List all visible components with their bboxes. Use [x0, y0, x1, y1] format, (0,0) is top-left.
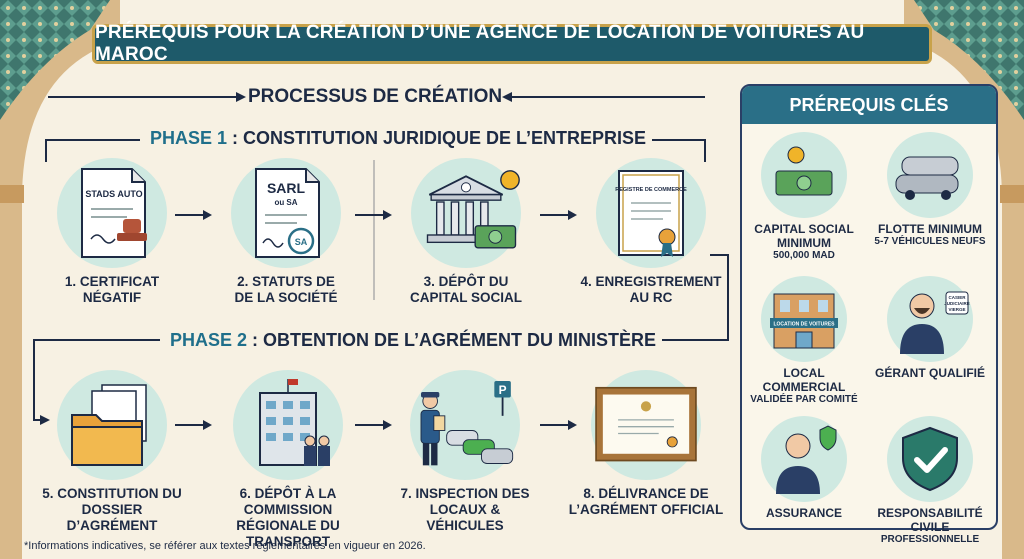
- step-8-label-line2: L’AGRÉMENT OFFICIAL: [568, 502, 724, 517]
- phase-2-number: PHASE 2: [170, 330, 248, 350]
- bubble-line2: JUDICIAIRE: [944, 301, 970, 306]
- step-8-illustration: [591, 370, 701, 480]
- phase-1-number: PHASE 1: [150, 128, 228, 148]
- folder-icon: [71, 384, 147, 466]
- step-1-label-line1: 1. CERTIFICAT: [64, 274, 160, 289]
- government-building-icon: [259, 379, 330, 466]
- step-2-doc-subtext: ou SA: [274, 198, 297, 207]
- car-fleet-icon: [887, 132, 973, 218]
- step-4-illustration: REGISTRE DE COMMERCE: [596, 158, 706, 268]
- phase-1-heading: PHASE 1 : CONSTITUTION JURIDIQUE DE L’EN…: [144, 128, 653, 149]
- statutes-document-icon: SARL ou SA SA: [255, 168, 320, 258]
- step-3-label-line2: CAPITAL SOCIAL: [409, 290, 522, 305]
- bank-icon: [426, 170, 520, 249]
- req-liability-title: RESPONSABILITÉ CIVILE: [877, 506, 983, 534]
- parking-sign-text: P: [499, 383, 507, 397]
- req-insurance-title: ASSURANCE: [765, 506, 842, 520]
- bubble-line3: VIERGE: [948, 307, 965, 312]
- key-prerequisites-title: PRÉREQUIS CLÉS: [742, 86, 996, 124]
- step-5-label-line1: 5. CONSTITUTION DU: [42, 486, 182, 501]
- step-3-illustration: [411, 158, 521, 268]
- req-local: LOCATION DE VOITURES LOCAL COMMERCIAL VA…: [744, 276, 864, 406]
- step-2-seal-text: SA: [295, 237, 308, 247]
- phase-1-label: : CONSTITUTION JURIDIQUE DE L’ENTREPRISE: [227, 128, 647, 148]
- step-1-illustration: STADS AUTO: [57, 158, 167, 268]
- step-2-illustration: SARL ou SA SA: [231, 158, 341, 268]
- step-8-label-line1: 8. DÉLIVRANCE DE: [583, 486, 709, 501]
- req-manager: CASIER JUDICIAIRE VIERGE GÉRANT QUALIFIÉ: [870, 276, 990, 380]
- bubble-line1: CASIER: [948, 295, 966, 300]
- money-icon: [761, 132, 847, 218]
- phase-2-heading: PHASE 2 : OBTENTION DE L’AGRÉMENT DU MIN…: [164, 330, 663, 351]
- step-7-label-line1: 7. INSPECTION DES: [400, 486, 530, 501]
- req-fleet-title: FLOTTE MINIMUM: [878, 222, 982, 236]
- req-local-title: LOCAL COMMERCIAL: [762, 366, 846, 394]
- req-fleet-value: 5-7 VÉHICULES NEUFS: [874, 236, 986, 247]
- process-title: PROCESSUS DE CRÉATION: [248, 86, 503, 107]
- req-liability: RESPONSABILITÉ CIVILE PROFESSIONNELLE: [870, 416, 990, 546]
- step-2-label-line2: DE LA SOCIÉTÉ: [234, 290, 338, 305]
- req-fleet: FLOTTE MINIMUM 5-7 VÉHICULES NEUFS: [870, 132, 990, 248]
- footnote: *Informations indicatives, se référer au…: [24, 540, 426, 552]
- inspector-parking-icon: P: [420, 381, 514, 466]
- step-4-label-line1: 4. ENREGISTREMENT: [580, 274, 722, 289]
- step-4-doc-text: REGISTRE DE COMMERCE: [615, 187, 687, 193]
- req-local-value: VALIDÉE PAR COMITÉ: [750, 394, 858, 405]
- step-7-illustration: P: [410, 370, 520, 480]
- step-5-illustration: [57, 370, 167, 480]
- storefront-sign-text: LOCATION DE VOITURES: [773, 322, 835, 328]
- step-7-label-line2: LOCAUX & VÉHICULES: [426, 502, 504, 533]
- page-title: PRÉREQUIS POUR LA CRÉATION D’UNE AGENCE …: [92, 22, 932, 65]
- official-certificate-icon: [595, 386, 697, 462]
- phase-2-label: : OBTENTION DE L’AGRÉMENT DU MINISTÈRE: [247, 330, 657, 350]
- step-6-illustration: [233, 370, 343, 480]
- step-5-label-line2: DOSSIER D’AGRÉMENT: [66, 502, 158, 533]
- step-2-doc-text: SARL: [267, 180, 306, 196]
- step-1-doc-text: STADS AUTO: [85, 189, 142, 199]
- step-6-label-line1: 6. DÉPÔT À LA COMMISSION: [239, 486, 337, 517]
- req-liability-value: PROFESSIONNELLE: [880, 534, 980, 545]
- insurance-agent-icon: [761, 416, 847, 502]
- coin-icon: [500, 170, 520, 190]
- req-manager-title: GÉRANT QUALIFIÉ: [875, 366, 985, 380]
- step-3-label-line1: 3. DÉPÔT DU: [423, 274, 509, 289]
- step-4-label-line2: AU RC: [629, 290, 673, 305]
- req-capital-value: 500,000 MAD: [773, 250, 835, 261]
- shield-check-icon: [887, 416, 973, 502]
- step-2-label-line1: 2. STATUTS DE: [237, 274, 335, 289]
- manager-icon: CASIER JUDICIAIRE VIERGE: [887, 276, 973, 362]
- storefront-icon: LOCATION DE VOITURES: [761, 276, 847, 362]
- trade-register-certificate-icon: REGISTRE DE COMMERCE: [615, 170, 687, 257]
- certificate-document-icon: STADS AUTO: [81, 168, 147, 258]
- step-1-label-line2: NÉGATIF: [82, 290, 142, 305]
- req-insurance: ASSURANCE: [744, 416, 864, 520]
- step-6-label-line2: RÉGIONALE DU TRANSPORT: [236, 518, 340, 549]
